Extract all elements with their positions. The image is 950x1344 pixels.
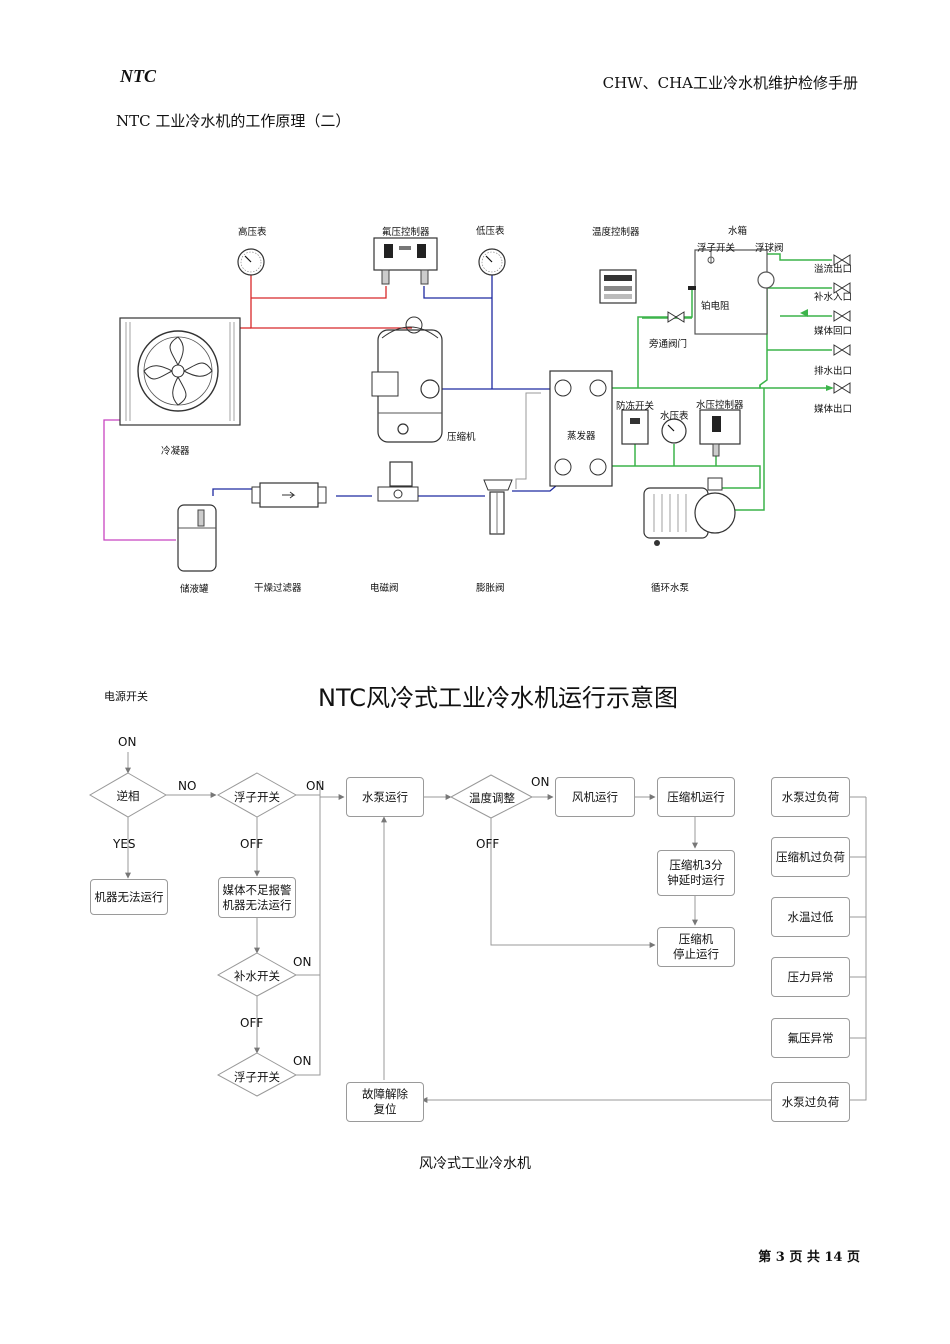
label-drain-out: 排水出口 bbox=[814, 366, 853, 377]
diamond-float2-label: 浮子开关 bbox=[234, 1070, 280, 1084]
label-high-gauge: 高压表 bbox=[238, 227, 267, 238]
section-title: NTC 工业冷水机的工作原理（二） bbox=[116, 112, 351, 130]
label-pt-resistor: 铂电阻 bbox=[701, 301, 730, 312]
box-no-run: 机器无法运行 bbox=[90, 879, 168, 915]
manual-title: CHW、CHA工业冷水机维护检修手册 bbox=[602, 74, 858, 92]
label-pump: 循环水泵 bbox=[651, 583, 690, 594]
label-freon-ctrl: 氟压控制器 bbox=[382, 227, 430, 238]
antifreeze-switch-icon bbox=[621, 409, 649, 445]
diamond-temp bbox=[449, 774, 534, 819]
label-float-switch: 浮子开关 bbox=[697, 243, 736, 254]
label-bypass-valve: 旁通阀门 bbox=[649, 339, 688, 350]
label-solenoid: 电磁阀 bbox=[370, 583, 399, 594]
box-freon-abn: 氟压异常 bbox=[771, 1018, 850, 1058]
liquid-line bbox=[103, 419, 176, 541]
page-footer: 第 3 页 共 14 页 bbox=[758, 1250, 860, 1265]
box-comp-run: 压缩机运行 bbox=[657, 777, 735, 817]
label-overflow-out: 溢流出口 bbox=[814, 264, 853, 275]
label-condenser: 冷凝器 bbox=[161, 446, 190, 457]
label-evaporator: 蒸发器 bbox=[567, 431, 596, 442]
water-pressure-gauge-icon bbox=[661, 418, 687, 444]
label-low-gauge: 低压表 bbox=[476, 226, 505, 237]
box-comp-delay: 压缩机3分钟延时运行 bbox=[657, 850, 735, 896]
box-comp-stop: 压缩机停止运行 bbox=[657, 927, 735, 967]
receiver-tank-icon bbox=[177, 504, 217, 572]
box-pump-run: 水泵运行 bbox=[346, 777, 424, 817]
label-makeup-in: 补水入口 bbox=[814, 292, 853, 303]
flag-on1: ON bbox=[306, 779, 325, 793]
label-temp-ctrl: 温度控制器 bbox=[592, 227, 640, 238]
label-receiver: 储液罐 bbox=[180, 584, 209, 595]
flag-on3: ON bbox=[293, 955, 312, 969]
flowchart-title: NTC风冷式工业冷水机运行示意图 bbox=[318, 684, 678, 712]
label-antifreeze: 防冻开关 bbox=[616, 401, 655, 412]
label-water-gauge: 水压表 bbox=[660, 411, 689, 422]
box-media-alarm: 媒体不足报警机器无法运行 bbox=[218, 877, 296, 918]
freon-pressure-controller-icon bbox=[373, 237, 438, 285]
flag-yes: YES bbox=[113, 837, 136, 851]
label-compressor: 压缩机 bbox=[447, 432, 476, 443]
figure-caption: 风冷式工业冷水机 bbox=[419, 1156, 531, 1172]
box-comp-overload: 压缩机过负荷 bbox=[771, 837, 850, 877]
label-media-out: 媒体出口 bbox=[814, 404, 853, 415]
high-pressure-gauge-icon bbox=[237, 248, 265, 276]
box-fan-run: 风机运行 bbox=[555, 777, 635, 817]
evaporator-icon bbox=[549, 370, 613, 487]
temperature-controller-icon bbox=[599, 269, 637, 304]
diamond-refill-label: 补水开关 bbox=[234, 969, 280, 983]
flag-on-top: ON bbox=[118, 735, 137, 749]
water-tank-icon bbox=[688, 249, 775, 335]
expansion-valve-icon bbox=[483, 479, 513, 535]
label-expansion: 膨胀阀 bbox=[476, 583, 505, 594]
water-pressure-controller-icon bbox=[699, 409, 741, 457]
diamond-temp-label: 温度调整 bbox=[469, 791, 515, 805]
label-water-press-ctrl: 水压控制器 bbox=[696, 400, 744, 411]
box-water-low: 水温过低 bbox=[771, 897, 850, 937]
compressor-icon bbox=[371, 316, 443, 443]
filter-drier-icon bbox=[251, 482, 327, 508]
label-media-return: 媒体回口 bbox=[814, 326, 853, 337]
solenoid-valve-icon bbox=[377, 461, 419, 502]
diamond-float1 bbox=[216, 772, 298, 818]
diamond-phase bbox=[89, 772, 167, 818]
box-pump-overload-2: 水泵过负荷 bbox=[771, 1082, 850, 1122]
flag-off2: OFF bbox=[476, 837, 500, 851]
flag-on2: ON bbox=[531, 775, 550, 789]
diamond-phase-label: 逆相 bbox=[116, 789, 140, 803]
flag-off1: OFF bbox=[240, 837, 264, 851]
refrigeration-schematic bbox=[103, 237, 851, 572]
circulation-pump-icon bbox=[643, 477, 736, 546]
diamond-refill bbox=[216, 952, 298, 997]
low-pressure-gauge-icon bbox=[478, 248, 506, 276]
low-pressure-lines bbox=[212, 275, 564, 497]
box-pump-overload: 水泵过负荷 bbox=[771, 777, 850, 817]
diamond-float1-label: 浮子开关 bbox=[234, 790, 280, 804]
power-switch-label: 电源开关 bbox=[104, 690, 148, 703]
brand-logo: NTC bbox=[120, 66, 156, 86]
box-press-abn: 压力异常 bbox=[771, 957, 850, 997]
diamond-float2 bbox=[216, 1052, 298, 1097]
label-float-valve: 浮球阀 bbox=[755, 243, 784, 254]
flag-on4: ON bbox=[293, 1054, 312, 1068]
condenser-icon bbox=[119, 317, 241, 426]
flag-no: NO bbox=[178, 779, 197, 793]
flag-off3: OFF bbox=[240, 1016, 264, 1030]
tank-valves-icon bbox=[667, 254, 851, 394]
label-tank: 水箱 bbox=[728, 226, 748, 237]
box-fault-reset: 故障解除复位 bbox=[346, 1082, 424, 1122]
label-filter-drier: 干燥过滤器 bbox=[254, 583, 302, 594]
